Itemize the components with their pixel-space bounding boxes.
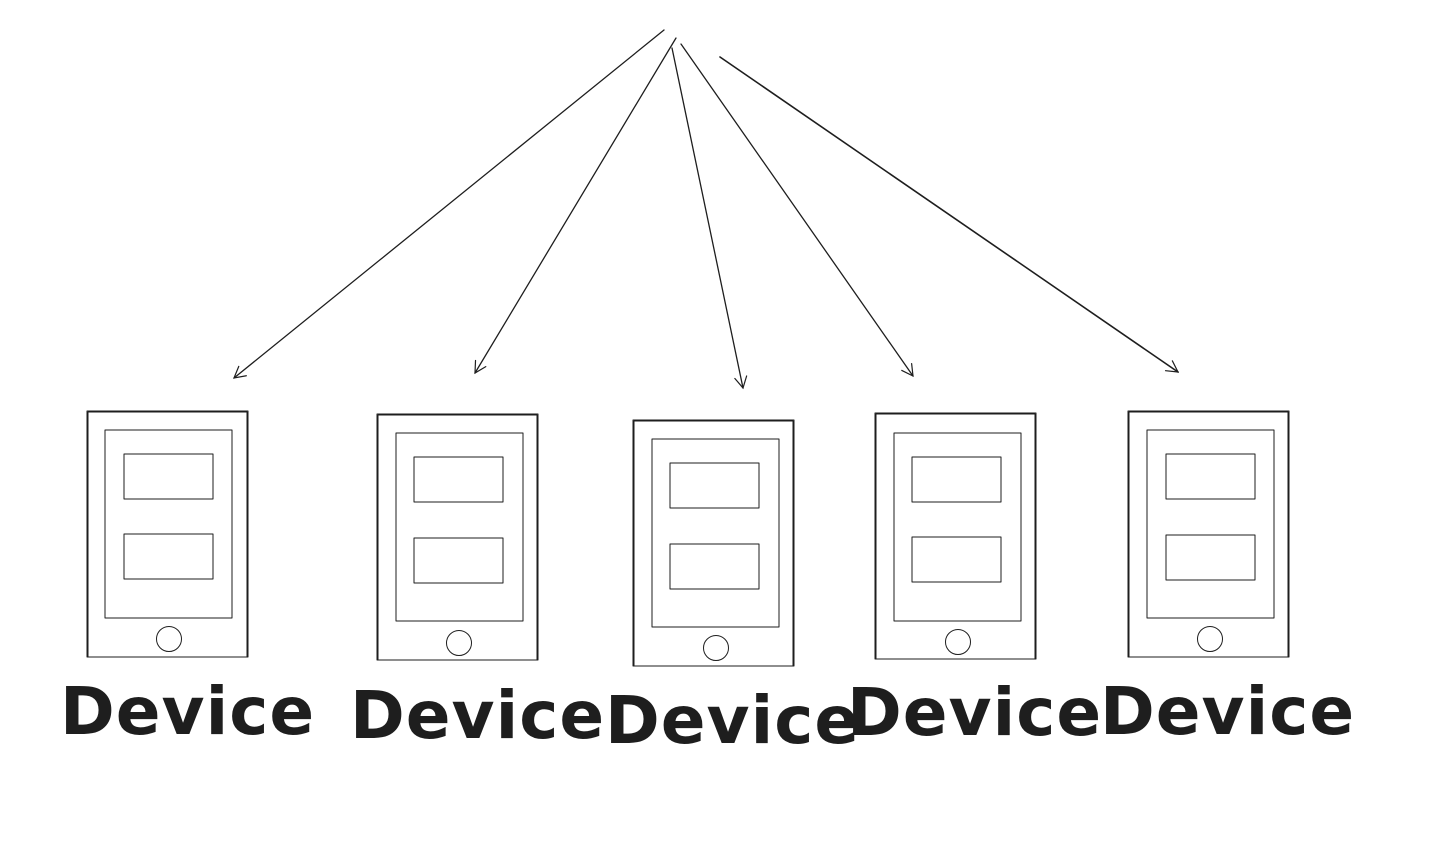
device-label: Device [847,674,1102,751]
tablet-icon [874,412,1037,660]
arrow-to-device-1 [233,29,665,379]
device-label: Device [350,677,605,754]
device-label: Device [1100,673,1355,750]
tablet-icon [1127,410,1290,658]
arrow-to-device-5 [719,56,1180,373]
arrow-to-device-2 [474,37,677,375]
device-4: Device [847,412,1102,751]
device-label: Device [60,673,315,750]
device-5: Device [1100,410,1355,750]
tablet-icon [632,419,795,667]
tablet-icon [86,410,249,658]
device-label: Device [605,682,860,759]
tablet-icon [376,413,539,661]
arrow-to-device-3 [671,47,748,390]
device-2: Device [350,413,605,754]
arrow-to-device-4 [680,43,914,378]
arrows [233,29,1180,390]
device-3: Device [605,419,860,759]
device-1: Device [60,410,315,750]
